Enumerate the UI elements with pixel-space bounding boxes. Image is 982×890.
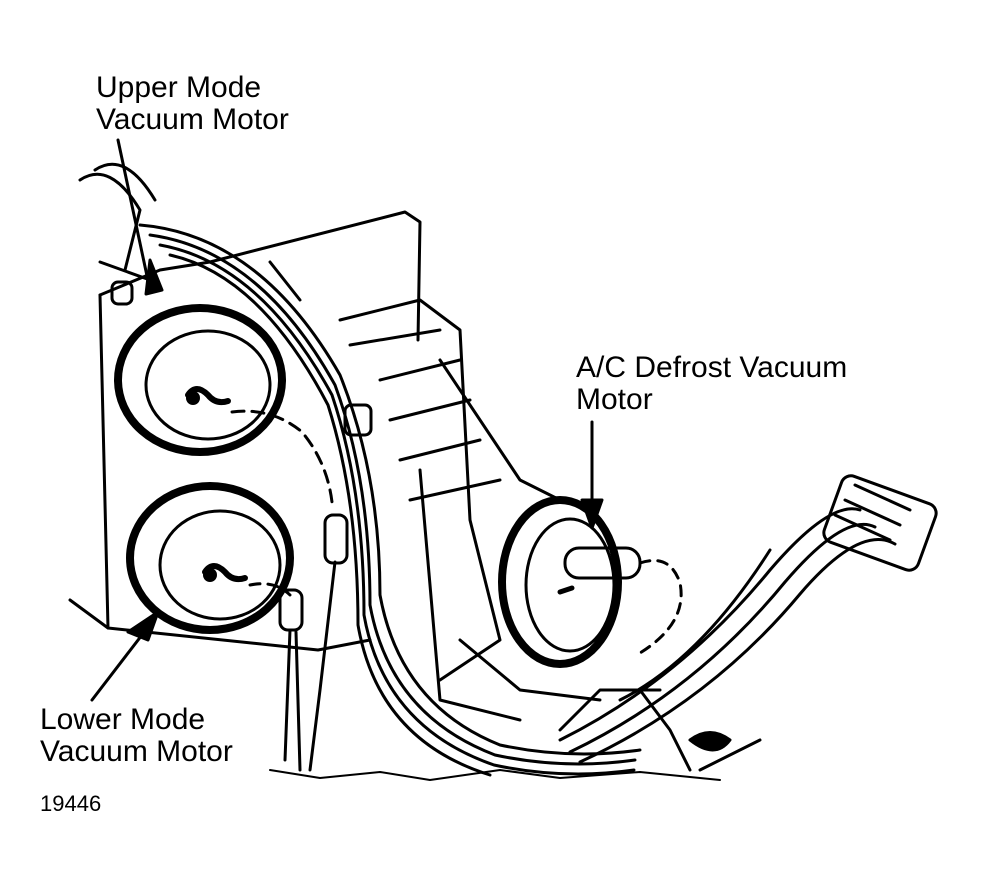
ac-defrost-vacuum-motor	[498, 496, 683, 668]
lower-mode-vacuum-motor	[126, 482, 294, 634]
defrost-housing	[338, 298, 602, 722]
wire-harness	[558, 474, 938, 772]
ac-defrost-label-line-2: Motor	[576, 383, 653, 416]
figure-number: 19446	[40, 791, 102, 816]
ac-defrost-vacuum-motor-label: A/C Defrost Vacuum Motor	[576, 352, 847, 416]
upper-mode-label-line-2: Vacuum Motor	[96, 103, 289, 136]
upper-mode-vacuum-motor	[114, 304, 334, 504]
housing-panel	[68, 210, 422, 652]
upper-mode-label-line-1: Upper Mode	[96, 71, 262, 104]
upper-mode-vacuum-motor-label: Upper Mode Vacuum Motor	[96, 72, 289, 136]
ac-defrost-label-line-1: A/C Defrost Vacuum	[576, 351, 848, 384]
upper-motor-leader	[116, 138, 152, 292]
lower-mode-label-line-2: Vacuum Motor	[40, 735, 233, 768]
leader-arrows	[90, 138, 604, 702]
ragged-bottom-edge	[269, 769, 721, 781]
lower-mode-label-line-1: Lower Mode	[40, 703, 206, 736]
hose-fittings	[278, 403, 373, 772]
lower-mode-vacuum-motor-label: Lower Mode Vacuum Motor	[40, 704, 233, 768]
hose-bundle	[78, 162, 642, 777]
